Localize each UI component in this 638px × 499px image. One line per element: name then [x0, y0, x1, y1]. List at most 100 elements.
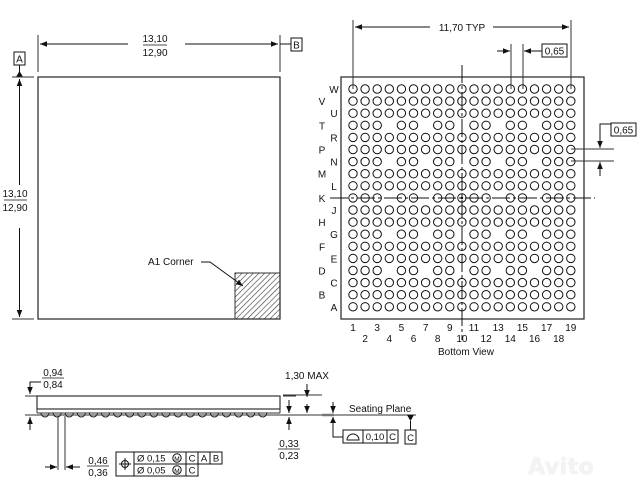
ball-E11: [469, 253, 479, 264]
ball-D14: [505, 265, 515, 276]
side-balls: [40, 412, 268, 418]
ball-G12: [481, 229, 491, 239]
ball-M16: [529, 169, 540, 179]
ball-L15: [517, 181, 528, 191]
ball-P1: [348, 144, 358, 155]
ball-G8: [433, 229, 443, 239]
side-ball: [246, 412, 256, 418]
row-label-N: N: [330, 158, 337, 169]
datum-c: C: [407, 433, 414, 444]
ball-U19: [566, 108, 576, 118]
ball-H18: [554, 217, 564, 227]
ball-N19: [566, 156, 576, 167]
ball-B2: [360, 290, 370, 300]
ball-J6: [408, 205, 419, 215]
seating-plane-label: Seating Plane: [349, 404, 412, 415]
ball-H12: [481, 217, 491, 227]
ball-U16: [529, 108, 540, 118]
ball-B11: [469, 290, 479, 300]
ball-U4: [384, 108, 394, 118]
ball-R8: [433, 132, 443, 143]
ball-P15: [517, 144, 528, 155]
row-label-G: G: [330, 230, 338, 241]
ball-D5: [396, 265, 407, 276]
ball-R12: [481, 132, 491, 143]
ball-D18: [554, 265, 564, 276]
ball-H13: [493, 217, 503, 227]
row-label-B: B: [319, 291, 326, 302]
ball-E12: [481, 253, 491, 264]
ball-U13: [493, 108, 503, 118]
ball-W4: [384, 84, 394, 94]
ball-R1: [348, 132, 358, 143]
ball-H16: [529, 217, 540, 227]
ball-G15: [517, 229, 528, 239]
ball-N3: [372, 156, 382, 167]
ball-P17: [541, 144, 552, 155]
ball-M19: [566, 169, 576, 179]
ball-T2: [360, 120, 370, 131]
ball-E5: [396, 253, 407, 264]
a1-corner-label: A1 Corner: [148, 257, 194, 268]
ball-P7: [420, 144, 431, 155]
ball-F8: [433, 241, 443, 252]
datum-b: B: [293, 41, 300, 52]
ball-T6: [408, 120, 419, 131]
col-label-5: 5: [399, 323, 405, 334]
ball-J18: [554, 205, 564, 215]
ball-F19: [566, 241, 576, 252]
row-label-E: E: [331, 254, 338, 265]
ball-D17: [541, 265, 552, 276]
package-outline: [37, 76, 281, 320]
ball-E19: [566, 253, 576, 264]
ball-H1: [348, 217, 358, 227]
ball-H4: [384, 217, 394, 227]
ball-P16: [529, 144, 540, 155]
ball-J5: [396, 205, 407, 215]
col-label-8: 8: [435, 334, 441, 345]
ball-A19: [566, 302, 576, 312]
row-label-D: D: [318, 267, 325, 278]
side-ball: [88, 412, 98, 418]
ball-C7: [420, 277, 431, 288]
ball-T3: [372, 120, 382, 131]
ball-R2: [360, 132, 370, 143]
substrate: [36, 395, 281, 410]
ball-F15: [517, 241, 528, 252]
watermark: Avito: [528, 455, 595, 480]
row-label-A: A: [331, 303, 338, 314]
ball-D1: [348, 265, 358, 276]
ball-E13: [493, 253, 503, 264]
ball-P2: [360, 144, 370, 155]
ball-R4: [384, 132, 394, 143]
svg-text:0,15: 0,15: [147, 454, 166, 465]
ball-V13: [493, 96, 503, 106]
ball-A8: [433, 302, 443, 312]
ball-R19: [566, 132, 576, 143]
ball-H15: [517, 217, 528, 227]
ball-J13: [493, 205, 503, 215]
ball-F3: [372, 241, 382, 252]
ball-W5: [396, 84, 407, 94]
ball-M8: [433, 169, 443, 179]
row-label-U: U: [330, 109, 337, 120]
side-ball: [113, 412, 123, 418]
ball-L2: [360, 181, 370, 191]
ball-B18: [554, 290, 564, 300]
ball-V17: [541, 96, 552, 106]
side-ball: [197, 412, 207, 418]
ball-L11: [469, 181, 479, 191]
ball-E18: [554, 253, 564, 264]
ball-E15: [517, 253, 528, 264]
ball-N11: [469, 156, 479, 167]
ball-V19: [566, 96, 576, 106]
ball-A3: [372, 302, 382, 312]
ball-N2: [360, 156, 370, 167]
row-label-M: M: [318, 170, 326, 181]
ball-C12: [481, 277, 491, 288]
ball-G18: [554, 229, 564, 239]
side-ball: [258, 412, 268, 418]
ball-A18: [554, 302, 564, 312]
ball-C6: [408, 277, 419, 288]
ball-M15: [517, 169, 528, 179]
